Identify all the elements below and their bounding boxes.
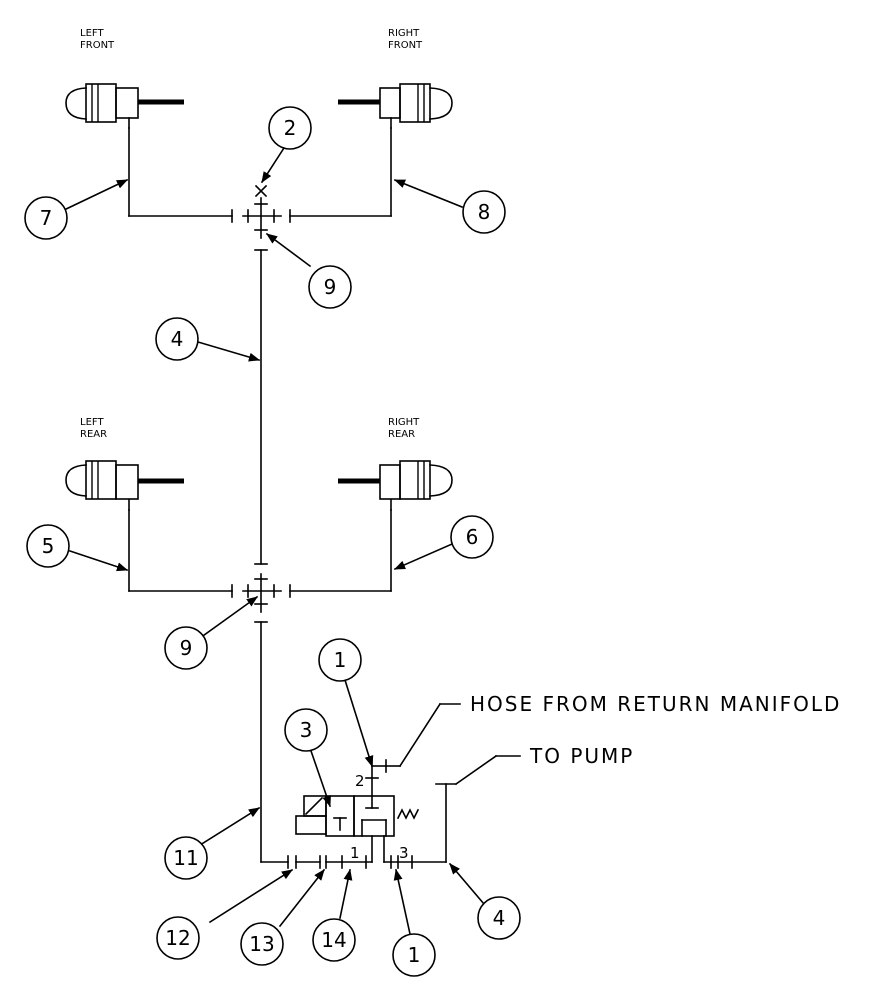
- return-manifold-label: HOSE FROM RETURN MANIFOLD: [470, 692, 841, 716]
- port-2-label: 2: [355, 772, 365, 790]
- front-hose-network: [128, 127, 392, 239]
- left-front-cylinder: [65, 83, 184, 129]
- svg-text:11: 11: [173, 846, 198, 870]
- svg-text:4: 4: [171, 327, 184, 351]
- right-rear-label-line1: RIGHT: [388, 417, 420, 428]
- svg-text:8: 8: [478, 200, 491, 224]
- callout-5: 5: [26, 524, 70, 568]
- callout-7: 7: [24, 196, 68, 240]
- left-rear-label-line2: REAR: [80, 429, 107, 440]
- svg-text:9: 9: [324, 275, 337, 299]
- svg-text:6: 6: [466, 525, 479, 549]
- callout-4-bottom: 4: [477, 896, 521, 940]
- leader-lines: [62, 146, 486, 935]
- callout-1-top: 1: [318, 638, 362, 682]
- callout-6: 6: [450, 515, 494, 559]
- left-rear-cylinder: [65, 460, 184, 511]
- callout-1-bottom: 1: [392, 933, 436, 977]
- callout-3: 3: [284, 708, 328, 752]
- callout-14: 14: [312, 918, 356, 962]
- port-3-label: 3: [399, 844, 409, 862]
- main-vertical-hose: [254, 249, 268, 565]
- svg-text:7: 7: [40, 206, 53, 230]
- svg-text:4: 4: [493, 906, 506, 930]
- port-1-label: 1: [350, 844, 360, 862]
- right-front-cylinder: [338, 83, 453, 129]
- svg-text:12: 12: [165, 926, 190, 950]
- solenoid-valve: [295, 795, 420, 837]
- right-front-label-line2: FRONT: [388, 40, 423, 51]
- callout-9-top: 9: [308, 265, 352, 309]
- callout-11: 11: [164, 836, 208, 880]
- callout-12: 12: [156, 916, 200, 960]
- svg-text:14: 14: [321, 928, 346, 952]
- callout-8: 8: [462, 190, 506, 234]
- svg-text:3: 3: [300, 718, 313, 742]
- right-front-label-line1: RIGHT: [388, 28, 420, 39]
- lower-hose-network: [260, 621, 521, 869]
- callout-13: 13: [240, 922, 284, 966]
- svg-text:1: 1: [334, 648, 347, 672]
- svg-text:13: 13: [249, 932, 274, 956]
- svg-text:2: 2: [284, 116, 297, 140]
- left-front-label-line1: LEFT: [80, 28, 104, 39]
- right-rear-cylinder: [338, 460, 453, 511]
- svg-text:5: 5: [42, 534, 55, 558]
- callout-2: 2: [268, 106, 312, 150]
- left-front-label-line2: FRONT: [80, 40, 115, 51]
- left-rear-label-line1: LEFT: [80, 417, 104, 428]
- svg-text:9: 9: [180, 636, 193, 660]
- return-hose: [365, 702, 461, 797]
- right-rear-label-line2: REAR: [388, 429, 415, 440]
- rear-hose-network: [128, 509, 392, 623]
- callout-9-bottom: 9: [164, 626, 208, 670]
- to-pump-label: TO PUMP: [529, 744, 634, 768]
- svg-text:1: 1: [408, 943, 421, 967]
- callout-4-mid: 4: [155, 317, 199, 361]
